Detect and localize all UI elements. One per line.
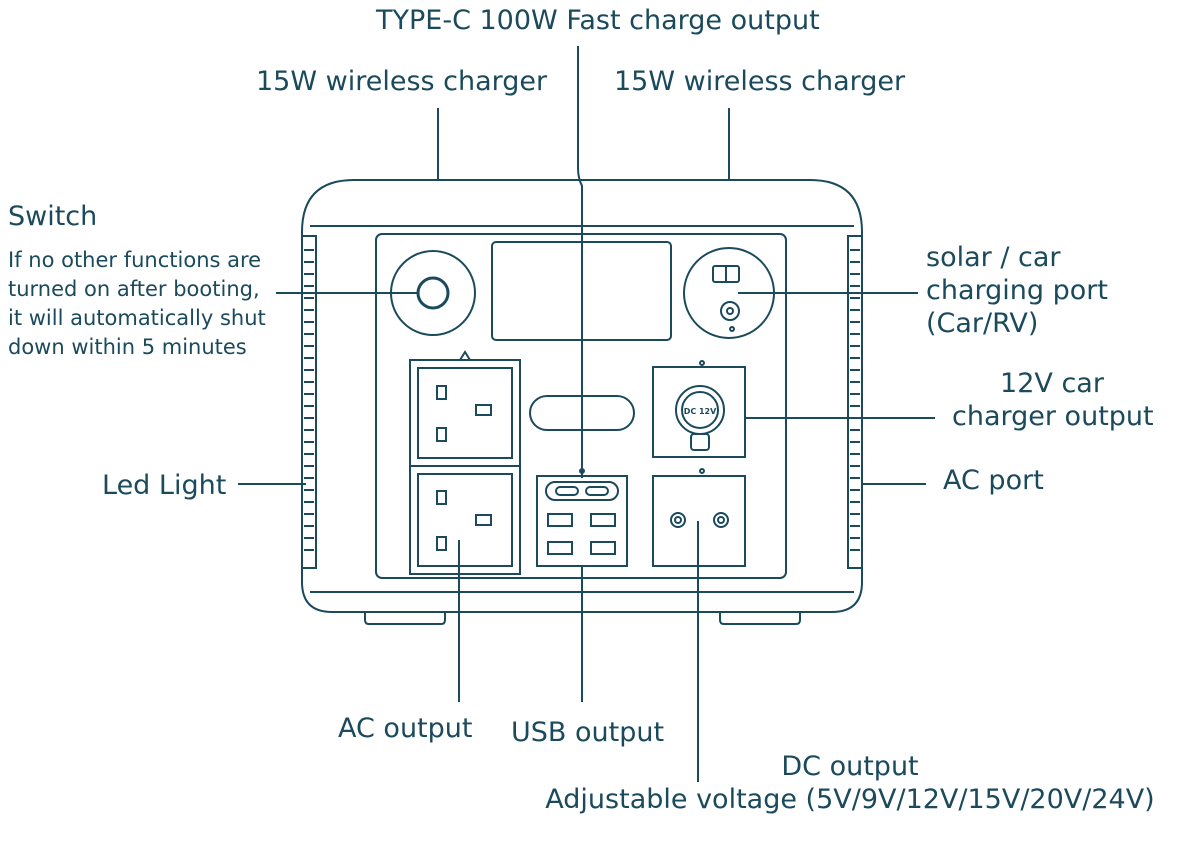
usb-a-port-1 — [547, 513, 573, 527]
grip-ribs-right — [850, 249, 860, 551]
ac-outlet-top — [417, 367, 513, 459]
ac-outlet-top-tab — [459, 350, 471, 361]
solar-indicator — [729, 326, 735, 332]
ac-top-pin-earth — [436, 385, 447, 400]
switch-desc-line: If no other functions are — [8, 248, 262, 272]
usb-panel — [536, 475, 628, 567]
solar-line: (Car/RV) — [926, 307, 1039, 339]
label-wireless-left: 15W wireless charger — [256, 66, 548, 97]
car-socket-inner — [681, 391, 719, 429]
switch-desc-line: turned on after booting, — [8, 276, 260, 301]
side-grip-right — [847, 235, 862, 569]
dc-output-line: DC output — [781, 751, 919, 782]
switch-desc-line: down within 5 minutes — [8, 334, 247, 359]
usb-a-port-2 — [590, 513, 616, 527]
ac-port-hole-right — [713, 512, 729, 528]
side-grip-left — [302, 235, 317, 569]
dc-output-line: Adjustable voltage (5V/9V/12V/15V/20V/24… — [545, 783, 1155, 815]
ac-bottom-pin-live — [475, 514, 492, 526]
foot-left — [364, 612, 446, 625]
solar-line: charging port — [926, 274, 1108, 306]
usb-c-port-frame — [545, 481, 619, 501]
ac-top-pin-live — [475, 404, 492, 416]
label-wireless-right: 15W wireless charger — [614, 66, 906, 97]
ac-top-pin-neutral — [436, 427, 447, 442]
dc5521-port — [720, 301, 740, 321]
ac-bottom-pin-neutral — [436, 536, 447, 551]
dc5521-port-pin — [726, 307, 734, 315]
label-switch: Switch — [8, 201, 98, 232]
label-solar: solar / car charging port (Car/RV) — [926, 242, 1108, 341]
device-body — [301, 179, 863, 613]
car-socket-panel — [652, 366, 746, 458]
ac-bottom-pin-earth — [436, 490, 447, 505]
car-socket-text: DC 12V — [684, 407, 717, 416]
car-socket-cap — [690, 433, 710, 451]
usb-c-port-1 — [555, 486, 579, 496]
leader-typec — [577, 46, 583, 478]
car-socket-indicator — [699, 360, 705, 366]
label-ac-output: AC output — [338, 713, 473, 744]
usb-a-port-4 — [590, 541, 616, 555]
label-usb-output: USB output — [511, 717, 665, 748]
ac-outlet-top-frame — [409, 359, 521, 467]
solar-line: solar / car — [926, 242, 1061, 273]
car12v-line: 12V car — [1000, 368, 1104, 399]
label-led: Led Light — [102, 470, 227, 501]
label-switch-desc: If no other functions are turned on afte… — [8, 246, 266, 362]
label-car12v: 12V car charger output — [952, 368, 1154, 434]
ac-port-hole-right-inner — [717, 516, 725, 524]
label-dc-output: DC output Adjustable voltage (5V/9V/12V/… — [540, 751, 1160, 817]
ac-outlet-bottom-frame — [409, 465, 521, 575]
ac-port-hole-left-inner — [674, 516, 682, 524]
usb-a-port-3 — [547, 541, 573, 555]
ac-outlet-bottom — [417, 473, 513, 567]
car12v-line: charger output — [952, 400, 1154, 432]
switch-desc-line: it will automatically shut — [8, 305, 266, 330]
usb-c-port-2 — [585, 486, 609, 496]
ac-port-hole-left — [670, 512, 686, 528]
ac-port-indicator — [699, 468, 705, 474]
label-ac-port: AC port — [943, 465, 1044, 496]
label-typec: TYPE-C 100W Fast charge output — [376, 5, 820, 36]
grip-ribs-left — [304, 249, 314, 551]
power-switch-button — [416, 276, 450, 310]
foot-right — [719, 612, 801, 625]
